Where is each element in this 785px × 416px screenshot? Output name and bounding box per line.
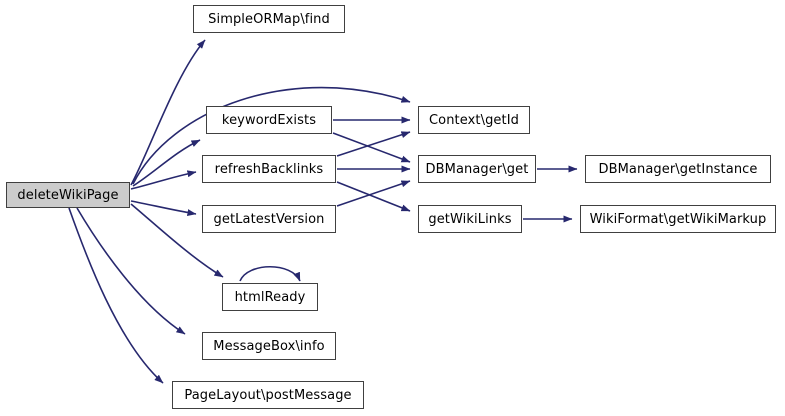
graph-edge-keywordExists-to-DBManagerGet bbox=[332, 132, 411, 163]
graph-edge-deleteWikiPage-to-keywordExists bbox=[132, 139, 201, 187]
graph-node-label: PageLayout\postMessage bbox=[184, 387, 352, 403]
graph-node-WikiFormatGetWikiMarkup[interactable]: WikiFormat\getWikiMarkup bbox=[580, 205, 776, 233]
graph-node-label: SimpleORMap\find bbox=[208, 11, 330, 27]
graph-node-label: DBManager\get bbox=[425, 161, 529, 177]
graph-node-PageLayoutPostMessage[interactable]: PageLayout\postMessage bbox=[172, 381, 364, 409]
graph-node-label: Context\getId bbox=[428, 112, 520, 128]
graph-node-label: refreshBacklinks bbox=[214, 161, 324, 177]
graph-node-label: getLatestVersion bbox=[213, 211, 325, 227]
graph-edge-deleteWikiPage-to-SimpleORMapFind bbox=[130, 39, 206, 186]
graph-node-label: keywordExists bbox=[221, 112, 317, 128]
graph-node-label: deleteWikiPage bbox=[17, 187, 119, 203]
graph-node-DBManagerGet[interactable]: DBManager\get bbox=[418, 155, 536, 183]
graph-edge-deleteWikiPage-to-refreshBacklinks bbox=[130, 170, 197, 190]
graph-node-keywordExists[interactable]: keywordExists bbox=[206, 106, 332, 134]
graph-node-deleteWikiPage[interactable]: deleteWikiPage bbox=[6, 182, 130, 208]
graph-node-label: htmlReady bbox=[234, 289, 306, 305]
graph-node-label: getWikiLinks bbox=[428, 211, 512, 227]
graph-node-refreshBacklinks[interactable]: refreshBacklinks bbox=[202, 155, 336, 183]
graph-node-label: DBManager\getInstance bbox=[598, 161, 758, 177]
graph-edge-deleteWikiPage-to-ContextGetId bbox=[132, 86, 411, 185]
graph-edge-deleteWikiPage-to-htmlReady bbox=[130, 203, 224, 278]
graph-node-htmlReady[interactable]: htmlReady bbox=[222, 283, 318, 311]
graph-node-SimpleORMapFind[interactable]: SimpleORMap\find bbox=[193, 5, 345, 33]
graph-edge-getLatestVersion-to-DBManagerGet bbox=[336, 180, 411, 207]
edges-group bbox=[68, 39, 578, 384]
graph-node-MessageBoxInfo[interactable]: MessageBox\info bbox=[202, 332, 336, 360]
graph-node-getLatestVersion[interactable]: getLatestVersion bbox=[202, 205, 336, 233]
graph-edge-refreshBacklinks-to-getWikiLinks bbox=[336, 181, 411, 212]
graph-edge-refreshBacklinks-to-ContextGetId bbox=[336, 131, 411, 157]
graph-edge-deleteWikiPage-to-MessageBoxInfo bbox=[76, 207, 186, 335]
graph-edge-deleteWikiPage-to-getLatestVersion bbox=[130, 200, 197, 217]
graph-node-DBManagerGetInstance[interactable]: DBManager\getInstance bbox=[585, 155, 771, 183]
graph-edge-deleteWikiPage-to-PageLayoutPostMessage bbox=[68, 207, 164, 384]
graph-edge-htmlReady-to-htmlReady bbox=[239, 265, 301, 282]
graph-node-label: MessageBox\info bbox=[213, 338, 325, 354]
graph-node-getWikiLinks[interactable]: getWikiLinks bbox=[418, 205, 522, 233]
graph-node-ContextGetId[interactable]: Context\getId bbox=[418, 106, 530, 134]
graph-node-label: WikiFormat\getWikiMarkup bbox=[589, 211, 767, 227]
